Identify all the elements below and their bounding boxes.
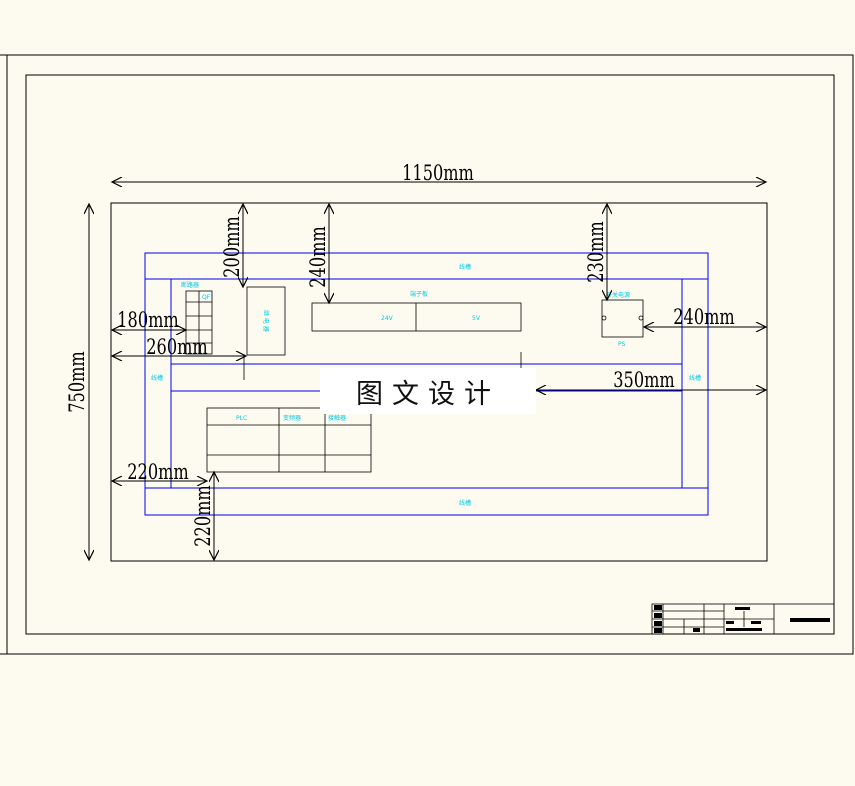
dimension-lines — [89, 182, 766, 560]
dim-total-height: 750mm — [64, 351, 90, 412]
relay-box — [246, 286, 286, 356]
dim-right-upper: 240mm — [673, 304, 734, 330]
inner-frame — [25, 74, 835, 635]
cabinet-plate — [110, 202, 768, 562]
dim-total-width: 1150mm — [402, 160, 474, 186]
terminal-block-label: 端子板 — [410, 290, 428, 298]
breaker-sub-label: QF — [202, 294, 211, 301]
power-supply-box — [601, 299, 644, 338]
table-col2-label: 变频器 — [283, 414, 301, 422]
outer-frame — [6, 54, 854, 655]
trunk-top-label: 线槽 — [459, 263, 471, 271]
right-box-title-label: 开关电源 — [606, 291, 630, 299]
dim-right-lower: 350mm — [613, 367, 674, 393]
trunk-bottom-label: 线槽 — [459, 499, 471, 507]
title-block — [651, 603, 835, 635]
dim-bottom: 220mm — [190, 485, 216, 546]
dim-left-lower: 220mm — [127, 459, 188, 485]
title-block-fills — [654, 605, 830, 633]
trunk-left-label: 线槽 — [151, 374, 163, 382]
dim-left-mid: 260mm — [146, 334, 207, 360]
device-table — [206, 407, 372, 473]
trunk-right-label: 线槽 — [689, 374, 701, 382]
watermark-label: 图文设计 — [320, 368, 536, 414]
table-col1-label: PLC — [236, 415, 247, 422]
terminal-block — [311, 302, 522, 332]
dim-top-left: 200mm — [219, 216, 245, 277]
terminal-left-label: 24V — [381, 315, 394, 322]
table-col3-label: 接触器 — [328, 414, 346, 422]
relay-box-label: 继 电 器 — [262, 310, 270, 332]
dim-top-mid: 240mm — [305, 226, 331, 287]
terminal-right-label: 5V — [472, 315, 481, 322]
breaker-title-label: 断路器 — [181, 281, 199, 289]
dim-left-upper: 180mm — [117, 307, 178, 333]
right-box-sub-label: PS — [618, 341, 626, 348]
dim-top-right: 230mm — [583, 221, 609, 282]
